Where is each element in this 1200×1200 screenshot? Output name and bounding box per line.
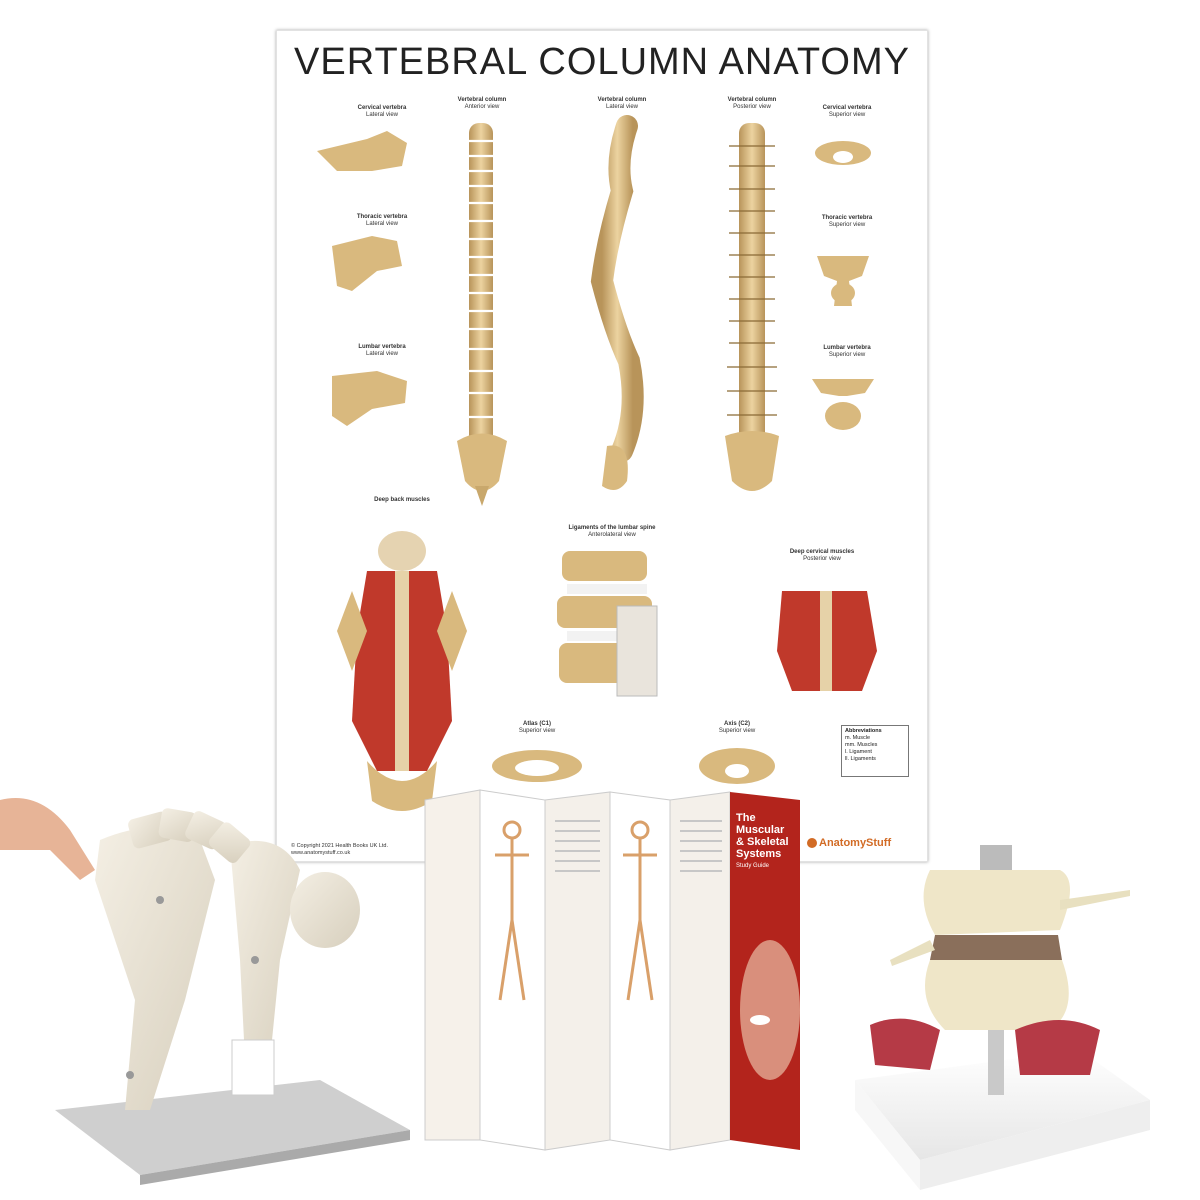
cervical-vertebra-superior <box>815 141 871 165</box>
section-heading: Deep back muscles <box>374 497 430 503</box>
abbreviation-item: m. Muscle <box>845 735 871 741</box>
abbreviations-heading: Abbreviations <box>845 728 882 734</box>
atlas-figure <box>492 750 582 782</box>
abbreviations-box: Abbreviations m. Muscle mm. Muscles l. L… <box>841 725 909 777</box>
thoracic-vertebra-superior <box>817 256 869 306</box>
spine-posterior-view <box>725 123 779 491</box>
section-heading: Axis (C2)Superior view <box>718 721 756 734</box>
spine-anterior-view <box>457 123 507 506</box>
lumbar-ligaments-figure <box>557 551 658 697</box>
brand-logo: AnatomyStuff <box>807 837 891 849</box>
lumbar-vertebra-lateral <box>332 371 407 426</box>
spine-lateral-view <box>590 115 644 462</box>
cover-face-illustration <box>740 940 800 1080</box>
brand-icon <box>807 838 817 849</box>
axis-figure <box>699 748 775 784</box>
abbreviation-item: mm. Muscles <box>845 742 878 748</box>
guide-text-lines <box>555 820 722 872</box>
lumbar-vertebra-superior <box>812 379 874 430</box>
poster-illustrations <box>317 115 877 811</box>
skeleton-illustrations <box>495 820 657 1001</box>
deep-cervical-muscles-figure <box>777 591 877 691</box>
deep-back-muscles-figure <box>337 531 467 811</box>
copyright: © Copyright 2021 Health Books UK Ltd. ww… <box>291 843 388 856</box>
abbreviation-item: l. Ligament <box>845 749 872 755</box>
abbreviation-item: ll. Ligaments <box>845 756 876 762</box>
model-cup <box>231 1039 275 1096</box>
cervical-vertebra-lateral <box>317 131 407 171</box>
poster-title: VERTEBRAL COLUMN ANATOMY <box>294 41 910 83</box>
section-heading: Atlas (C1)Superior view <box>518 721 556 734</box>
vertebral-column-poster: VERTEBRAL COLUMN ANATOMY <box>276 30 928 862</box>
hand <box>0 798 95 880</box>
model-vertebrae-segments <box>128 808 251 863</box>
thoracic-vertebra-lateral <box>332 236 402 291</box>
